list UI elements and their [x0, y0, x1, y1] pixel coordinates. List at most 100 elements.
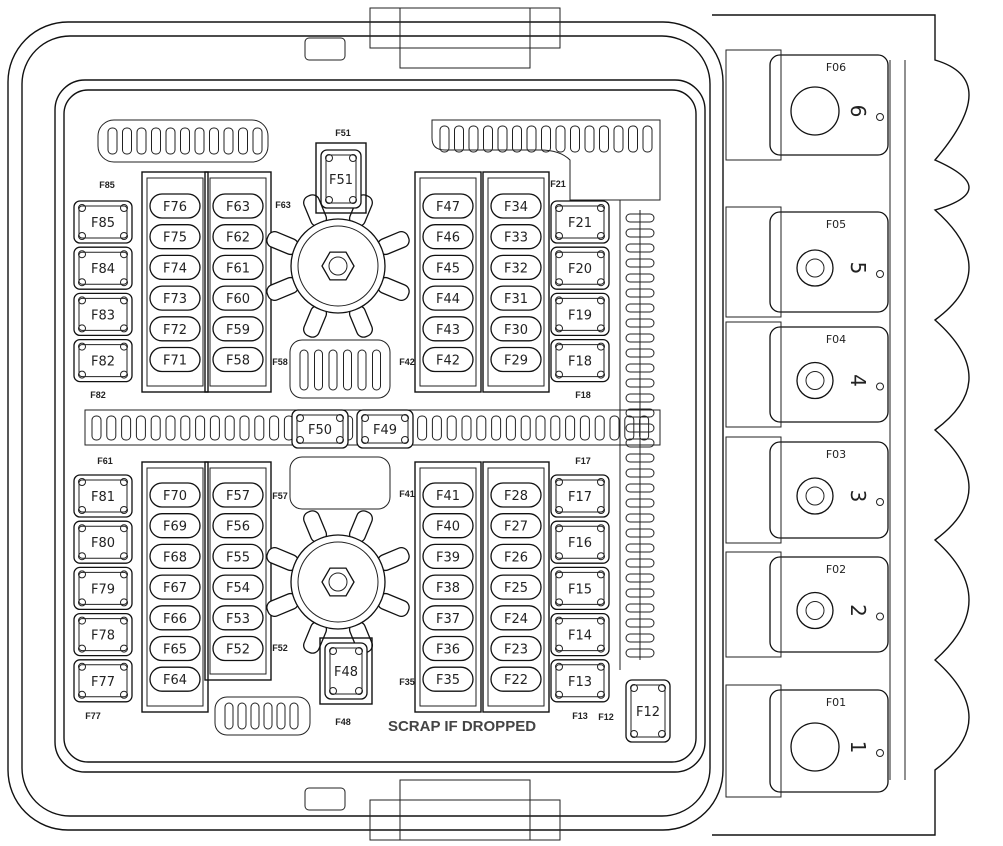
fuse-body: [490, 316, 542, 342]
mini-fuse-f53[interactable]: F53: [212, 605, 264, 631]
mini-fuse-f23[interactable]: F23: [490, 635, 542, 662]
vent-slot: [195, 415, 206, 441]
mini-fuse-f45[interactable]: F45: [422, 254, 474, 281]
mini-fuse-f55[interactable]: F55: [212, 543, 264, 570]
mini-fuse-f42[interactable]: F42: [422, 346, 474, 373]
indicator-dot: [876, 113, 884, 121]
fuse-f82[interactable]: F82: [73, 338, 133, 383]
mini-fuse-f24[interactable]: F24: [490, 605, 542, 631]
mini-fuse-f69[interactable]: F69: [149, 513, 201, 539]
mini-fuse-f76[interactable]: F76: [149, 193, 201, 219]
vent-slot: [550, 415, 561, 441]
mini-fuse-f33[interactable]: F33: [490, 224, 542, 250]
fuse-f14[interactable]: F14: [550, 612, 610, 657]
mini-fuse-f35[interactable]: F35: [422, 666, 474, 692]
mini-fuse-f74[interactable]: F74: [149, 254, 201, 281]
fuse-f85[interactable]: F85: [73, 200, 133, 244]
mini-fuse-f67[interactable]: F67: [149, 574, 201, 600]
mini-fuse-f72[interactable]: F72: [149, 316, 201, 342]
mini-fuse-f31[interactable]: F31: [490, 285, 542, 311]
mini-fuse-f37[interactable]: F37: [422, 605, 474, 631]
mini-fuse-f40[interactable]: F40: [422, 513, 474, 539]
mini-fuse-f59[interactable]: F59: [212, 316, 264, 342]
mini-fuse-f62[interactable]: F62: [212, 224, 264, 250]
screw-icon: [658, 730, 666, 738]
mini-fuse-f63[interactable]: F63: [212, 193, 264, 219]
mini-fuse-f26[interactable]: F26: [490, 543, 542, 570]
fuse-f78[interactable]: F78: [73, 612, 133, 657]
mini-fuse-f64[interactable]: F64: [149, 666, 201, 692]
position-marker-f61: F61: [97, 456, 113, 466]
mini-fuse-f38[interactable]: F38: [422, 574, 474, 600]
fuse-f80[interactable]: F80: [73, 520, 133, 564]
fuse-f16[interactable]: F16: [550, 520, 610, 564]
mini-fuse-f54[interactable]: F54: [212, 574, 264, 600]
vent-slot: [254, 415, 265, 441]
mini-fuse-f44[interactable]: F44: [422, 285, 474, 311]
mini-fuse-f27[interactable]: F27: [490, 513, 542, 539]
mini-fuse-f61[interactable]: F61: [212, 254, 264, 281]
fuse-f79[interactable]: F79: [73, 566, 133, 611]
fuse-f51[interactable]: F51: [320, 149, 362, 209]
fuse-label: F84: [91, 262, 115, 277]
fuse-body: [422, 605, 474, 631]
mini-fuse-f75[interactable]: F75: [149, 224, 201, 250]
mini-fuse-f66[interactable]: F66: [149, 605, 201, 631]
fuse-f12[interactable]: F12: [625, 679, 671, 743]
fuse-f13[interactable]: F13: [550, 659, 610, 703]
mini-fuse-f29[interactable]: F29: [490, 346, 542, 373]
fuse-f17[interactable]: F17: [550, 474, 610, 518]
mini-fuse-f39[interactable]: F39: [422, 543, 474, 570]
mini-fuse-f34[interactable]: F34: [490, 193, 542, 219]
mini-fuse-f28[interactable]: F28: [490, 482, 542, 508]
fuse-f48[interactable]: F48: [324, 642, 368, 700]
fuse-f15[interactable]: F15: [550, 566, 610, 611]
fuse-f84[interactable]: F84: [73, 246, 133, 290]
mini-fuse-f30[interactable]: F30: [490, 316, 542, 342]
mini-fuse-f70[interactable]: F70: [149, 482, 201, 508]
mini-fuse-f71[interactable]: F71: [149, 346, 201, 373]
mini-fuse-f68[interactable]: F68: [149, 543, 201, 570]
mini-fuse-f52[interactable]: F52: [212, 635, 264, 662]
mini-fuse-f58[interactable]: F58: [212, 346, 264, 373]
fuse-f81[interactable]: F81: [73, 474, 133, 518]
mini-fuse-f46[interactable]: F46: [422, 224, 474, 250]
fuse-inner: [78, 479, 128, 513]
fuse-f83[interactable]: F83: [73, 292, 133, 337]
fuse-label: F18: [568, 355, 592, 370]
mini-fuse-f56[interactable]: F56: [212, 513, 264, 539]
fuses: F76F75F74F73F72F71F63F62F61F60F59F58F47F…: [73, 142, 671, 743]
mini-fuse-f47[interactable]: F47: [422, 193, 474, 219]
screw-icon: [555, 324, 563, 333]
mini-fuse-f57[interactable]: F57: [212, 482, 264, 508]
fuse-f21[interactable]: F21: [550, 200, 610, 244]
fuse-inner: [555, 571, 605, 605]
mini-fuse-f73[interactable]: F73: [149, 285, 201, 311]
mini-fuse-f41[interactable]: F41: [422, 482, 474, 508]
vent-slot: [625, 498, 655, 508]
fuse-f18[interactable]: F18: [550, 338, 610, 383]
mini-fuse-f65[interactable]: F65: [149, 635, 201, 662]
fuse-label: F20: [568, 262, 592, 277]
fuse-f19[interactable]: F19: [550, 292, 610, 337]
mini-fuse-f22[interactable]: F22: [490, 666, 542, 692]
fuse-body: [422, 482, 474, 508]
mini-fuse-f36[interactable]: F36: [422, 635, 474, 662]
mini-fuse-f25[interactable]: F25: [490, 574, 542, 600]
fuse-f20[interactable]: F20: [550, 246, 610, 290]
fuse-f50[interactable]: F50: [291, 409, 349, 449]
fuse-carrier: [141, 171, 209, 393]
mini-fuse-f43[interactable]: F43: [422, 316, 474, 342]
mini-fuse-f32[interactable]: F32: [490, 254, 542, 281]
fuse-label: F16: [568, 536, 592, 551]
mini-fuse-f60[interactable]: F60: [212, 285, 264, 311]
fuse-f49[interactable]: F49: [356, 409, 414, 449]
fuse-f77[interactable]: F77: [73, 659, 133, 703]
